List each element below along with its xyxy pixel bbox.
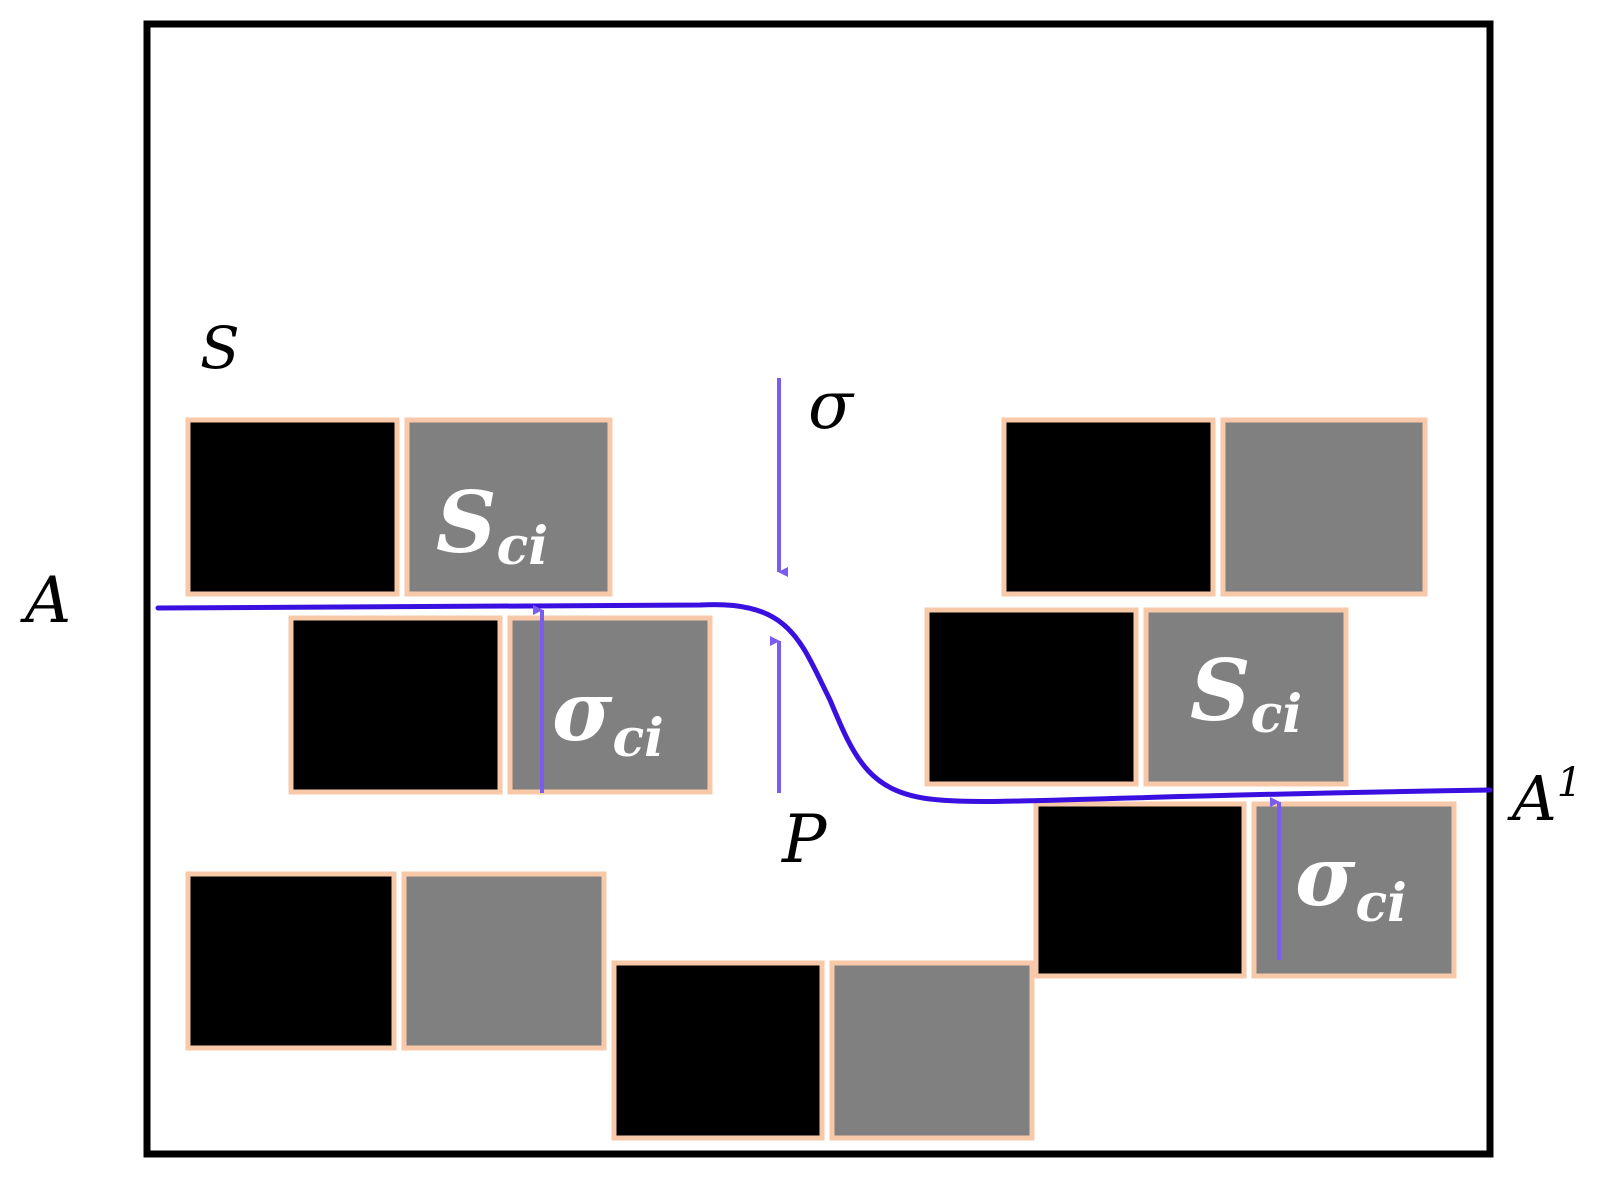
label-s-ci-left-base: S: [436, 473, 497, 572]
grey-block: [1143, 607, 1349, 787]
label-sigma: σ: [808, 367, 855, 444]
label-s-ci-right-sub: ci: [1251, 684, 1302, 745]
label-s-ci-right: Sci: [1190, 641, 1302, 745]
label-a-prime: A1: [1507, 760, 1582, 835]
label-s-ci-left-sub: ci: [497, 516, 548, 577]
grey-block: [829, 960, 1035, 1141]
grey-block: [404, 417, 613, 597]
dark-block: [185, 871, 397, 1051]
fracture-path: [155, 602, 1493, 804]
label-sigma-ci-left-base: σ: [552, 664, 613, 760]
grey-block: [1220, 417, 1428, 597]
label-sigma-ci-right: σci: [1295, 829, 1407, 934]
dark-block: [1001, 417, 1216, 597]
dark-block: [611, 960, 825, 1141]
label-a-prime-sup: 1: [1557, 760, 1582, 806]
label-sigma-ci-left-sub: ci: [612, 708, 663, 769]
diagram-frame: [143, 20, 1494, 1158]
label-s-ci-right-base: S: [1190, 641, 1251, 740]
dark-block: [1033, 801, 1247, 979]
label-s-ci-left: Sci: [436, 473, 548, 577]
label-a-prime-base: A: [1507, 762, 1557, 835]
grey-block: [401, 871, 607, 1051]
label-sigma-ci-right-base: σ: [1295, 829, 1356, 925]
dark-block: [185, 417, 400, 597]
grey-block: [1251, 801, 1457, 979]
dark-block: [924, 607, 1139, 787]
label-sigma-ci-left: σci: [552, 664, 664, 769]
label-a: A: [20, 564, 71, 638]
label-sigma-ci-right-sub: ci: [1355, 873, 1406, 934]
label-p: P: [781, 801, 828, 878]
dark-block: [288, 615, 503, 795]
label-s: S: [200, 314, 240, 382]
